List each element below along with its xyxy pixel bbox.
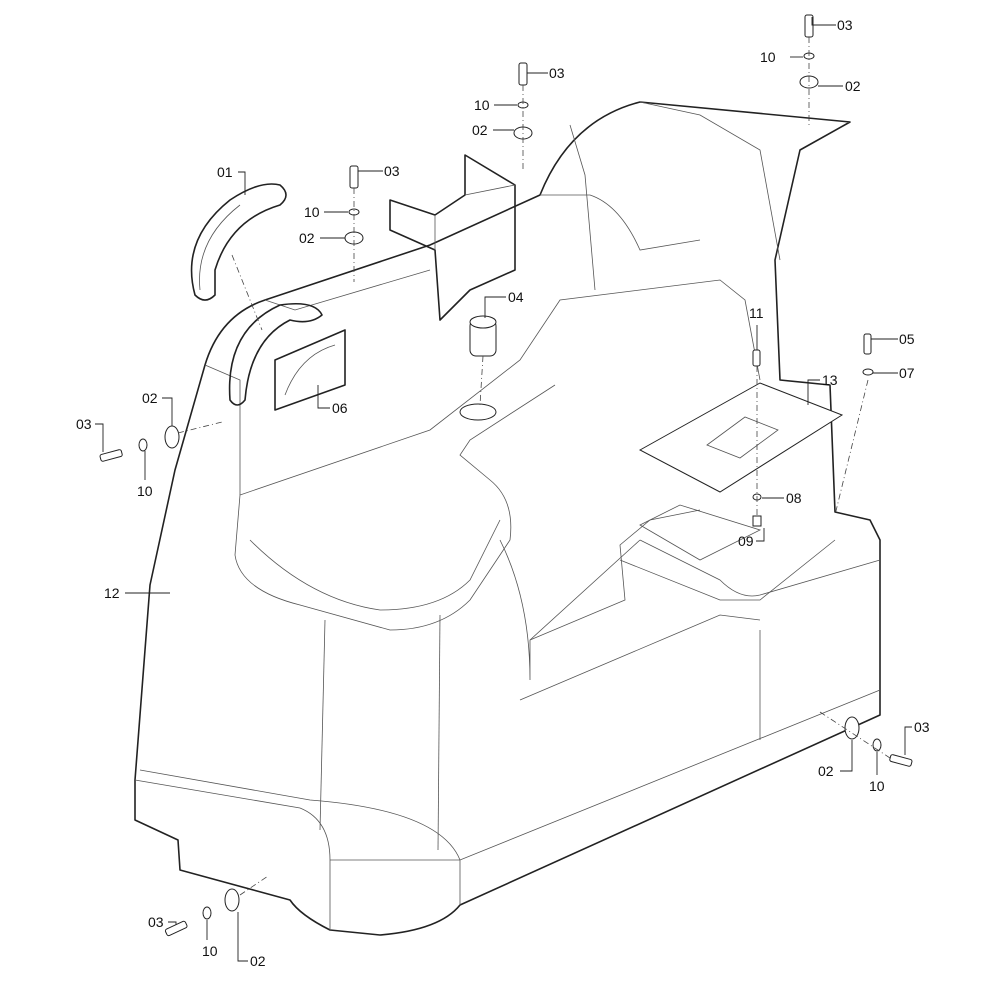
bracket-panel	[389, 154, 516, 321]
callout-label: 09	[738, 533, 754, 549]
callout-label: 10	[202, 943, 218, 959]
callout-label: 07	[899, 365, 915, 381]
callout-label: 11	[749, 305, 764, 321]
filler-cap	[459, 315, 497, 421]
leader-lines	[95, 17, 912, 962]
callout-label: 06	[332, 400, 348, 416]
label-plate	[274, 329, 346, 411]
callout-label: 02	[472, 122, 488, 138]
callout-label: 12	[104, 585, 120, 601]
callout-label: 02	[250, 953, 266, 969]
callout-label: 03	[148, 914, 164, 930]
callout-label: 10	[137, 483, 153, 499]
callout-label: 08	[786, 490, 802, 506]
callout-label: 03	[549, 65, 565, 81]
callout-label: 04	[508, 289, 524, 305]
callout-label: 10	[304, 204, 320, 220]
callout-label: 10	[474, 97, 490, 113]
callout-label: 05	[899, 331, 915, 347]
callout-label: 03	[837, 17, 853, 33]
callout-label: 10	[760, 49, 776, 65]
callout-label: 13	[822, 372, 838, 388]
callout-label: 02	[818, 763, 834, 779]
callout-label: 10	[869, 778, 885, 794]
callout-label: 01	[217, 164, 233, 180]
callout-label: 02	[142, 390, 158, 406]
fasteners	[99, 14, 913, 937]
body-shell	[134, 101, 881, 936]
mounting-plate	[638, 382, 844, 493]
callout-label: 02	[299, 230, 315, 246]
callout-label: 03	[384, 163, 400, 179]
callout-label: 03	[76, 416, 92, 432]
callout-label: 03	[914, 719, 930, 735]
callout-label: 02	[845, 78, 861, 94]
handle-grip	[190, 183, 323, 406]
